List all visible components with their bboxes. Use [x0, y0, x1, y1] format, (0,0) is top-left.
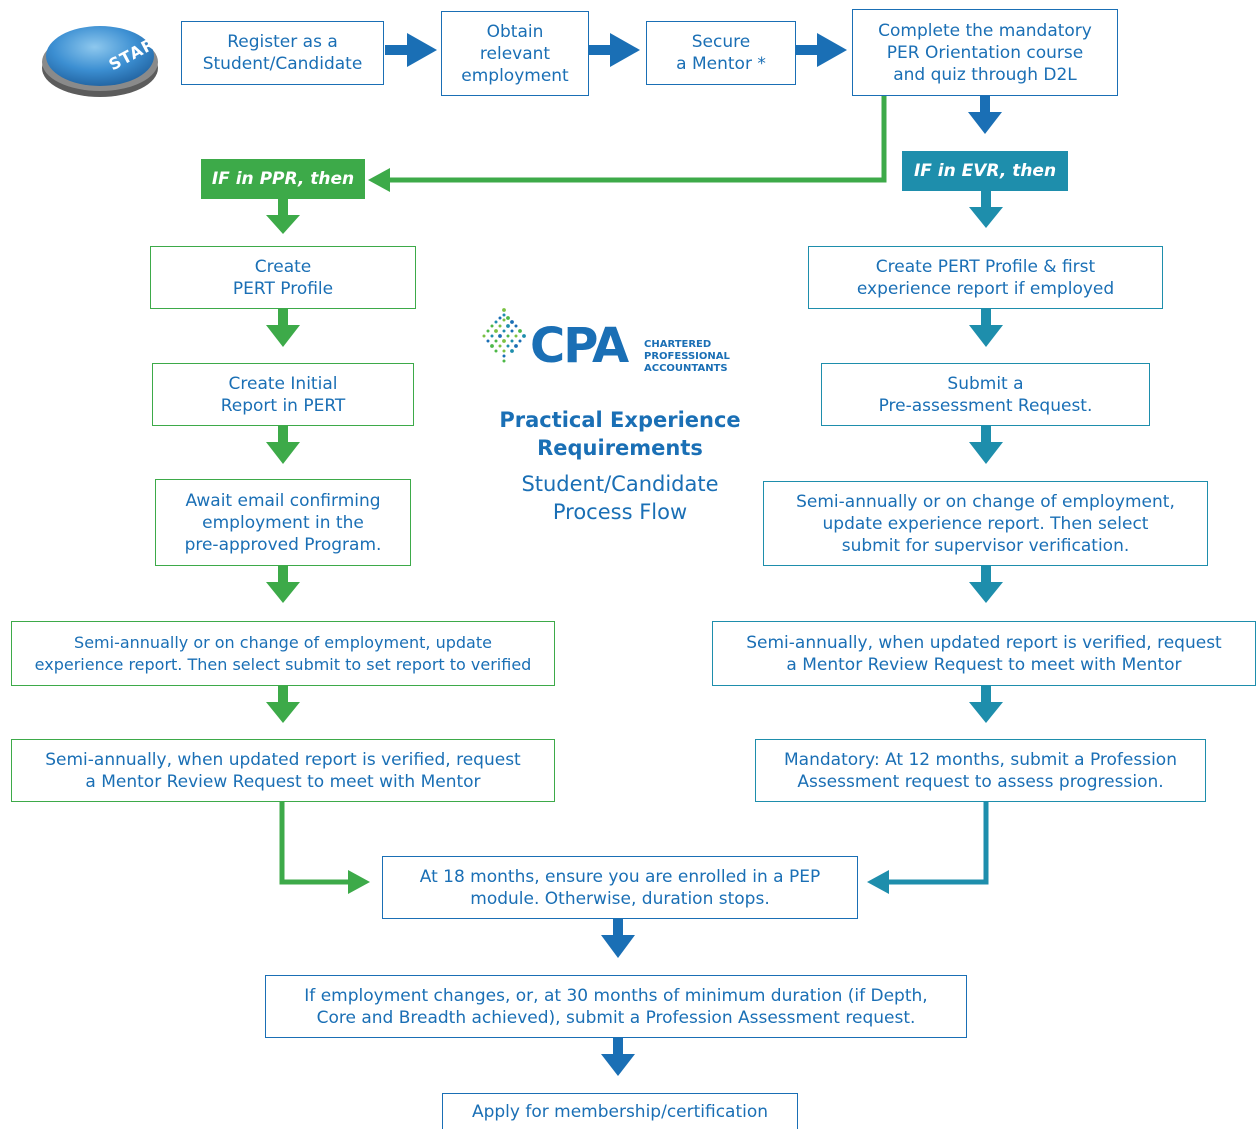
logo-dot: [486, 339, 490, 343]
logo-dot: [502, 359, 506, 363]
logo-dot: [490, 324, 494, 328]
logo-dot: [506, 344, 510, 348]
logo-dot: [490, 334, 494, 338]
ppr-step-3: Await email confirming employment in the…: [155, 479, 411, 566]
logo-dot: [518, 339, 522, 343]
ppr-tag-text: IF in PPR, then: [211, 169, 355, 189]
orientation-step-text: Complete the mandatory PER Orientation c…: [878, 20, 1092, 85]
logo-dot: [518, 329, 522, 333]
ppr-step-4-text: Semi-annually or on change of employment…: [34, 632, 532, 674]
start-button: START: [40, 12, 168, 98]
pep-enrollment-step-text: At 18 months, ensure you are enrolled in…: [419, 866, 821, 909]
profession-assessment-step: If employment changes, or, at 30 months …: [265, 975, 967, 1038]
secure-mentor-step-text: Secure a Mentor *: [676, 32, 766, 74]
register-step: Register as a Student/Candidate: [181, 21, 384, 85]
maple-leaf-icon: [482, 308, 526, 363]
ppr-step-5: Semi-annually, when updated report is ve…: [11, 739, 555, 802]
logo-dot: [510, 329, 514, 333]
obtain-employment-step: Obtain relevant employment: [441, 11, 589, 96]
ppr-step-3-text: Await email confirming employment in the…: [184, 490, 382, 555]
logo-dot: [498, 334, 502, 338]
logo-dot: [494, 339, 498, 343]
logo-dot: [502, 339, 506, 343]
logo-dot: [494, 329, 498, 333]
apply-membership-step: Apply for membership/certification: [442, 1093, 798, 1129]
evr-step-1: Create PERT Profile & first experience r…: [808, 246, 1163, 309]
logo-dot: [514, 344, 518, 348]
cpa-wordmark: CPA: [530, 318, 629, 374]
logo-dot: [502, 313, 506, 317]
evr-step-3-text: Semi-annually or on change of employment…: [796, 491, 1175, 556]
ppr-step-2-text: Create Initial Report in PERT: [220, 373, 346, 416]
start-button-graphic: [42, 26, 158, 97]
ppr-step-4: Semi-annually or on change of employment…: [11, 621, 555, 686]
logo-dot: [506, 334, 510, 338]
obtain-employment-step-text: Obtain relevant employment: [461, 21, 569, 86]
profession-assessment-step-text: If employment changes, or, at 30 months …: [304, 985, 928, 1028]
logo-dot: [506, 316, 510, 320]
logo-dot: [494, 320, 498, 324]
orientation-step: Complete the mandatory PER Orientation c…: [852, 9, 1118, 96]
ppr-step-1: Create PERT Profile: [150, 246, 416, 309]
logo-dot: [502, 318, 506, 322]
pep-enrollment-step: At 18 months, ensure you are enrolled in…: [382, 856, 858, 919]
ppr-step-5-text: Semi-annually, when updated report is ve…: [45, 749, 521, 792]
evr-step-5: Mandatory: At 12 months, submit a Profes…: [755, 739, 1206, 802]
evr-step-4-text: Semi-annually, when updated report is ve…: [746, 632, 1222, 675]
logo-dot: [482, 334, 486, 338]
logo-dot: [522, 334, 526, 338]
evr-tag: IF in EVR, then: [902, 151, 1068, 191]
apply-membership-step-text: Apply for membership/certification: [471, 1101, 769, 1122]
logo-dot: [510, 320, 514, 324]
evr-tag-text: IF in EVR, then: [913, 161, 1057, 181]
ppr-tag: IF in PPR, then: [201, 159, 365, 199]
evr-step-2: Submit a Pre-assessment Request.: [821, 363, 1150, 426]
evr-step-4: Semi-annually, when updated report is ve…: [712, 621, 1256, 686]
logo-dot: [510, 339, 514, 343]
evr-step-3: Semi-annually or on change of employment…: [763, 481, 1208, 566]
logo-dot: [494, 349, 498, 353]
cpa-logo-subtitle: CHARTERED PROFESSIONAL ACCOUNTANTS: [644, 339, 730, 374]
logo-dot: [502, 354, 506, 358]
page-subtitle: Student/Candidate Process Flow: [521, 472, 719, 524]
logo-dot: [502, 308, 506, 312]
logo-dot: [498, 316, 502, 320]
page-title: Practical Experience Requirements: [499, 408, 741, 460]
evr-step-1-text: Create PERT Profile & first experience r…: [856, 256, 1115, 299]
logo-dot: [498, 344, 502, 348]
logo-dot: [510, 349, 514, 353]
secure-mentor-step: Secure a Mentor *: [646, 21, 796, 85]
cpa-logo: CPA CHARTERED PROFESSIONAL ACCOUNTANTS: [478, 306, 748, 390]
logo-dot: [514, 334, 518, 338]
logo-dot: [506, 324, 510, 328]
evr-step-2-text: Submit a Pre-assessment Request.: [878, 373, 1093, 416]
register-step-text: Register as a Student/Candidate: [202, 32, 363, 74]
ppr-step-1-text: Create PERT Profile: [232, 256, 334, 299]
logo-dot: [498, 324, 502, 328]
ppr-step-2: Create Initial Report in PERT: [152, 363, 414, 426]
evr-step-5-text: Mandatory: At 12 months, submit a Profes…: [784, 749, 1177, 792]
logo-dot: [514, 324, 518, 328]
logo-dot: [490, 344, 494, 348]
logo-dot: [502, 349, 506, 353]
logo-dot: [486, 329, 490, 333]
logo-dot: [502, 329, 506, 333]
